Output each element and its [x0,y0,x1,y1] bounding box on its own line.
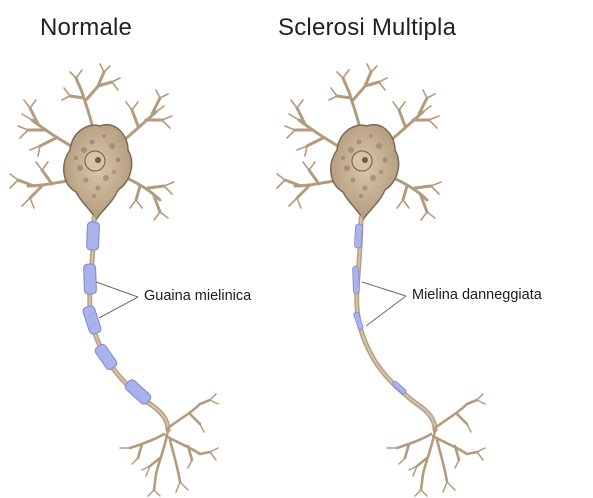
nucleus-right [352,151,372,171]
label-myelin-sheath: Guaina mielinica [144,288,251,304]
neuron-damaged-icon [277,64,485,496]
axon-left [90,218,168,430]
neuron-healthy-icon [10,64,218,496]
leader-lines-right [362,282,406,326]
leader-lines-left [96,282,138,318]
soma-right [331,125,399,220]
nucleolus-left [95,157,101,163]
nucleus-left [85,151,105,171]
axon-terminals-left [130,400,210,490]
label-damaged-myelin: Mielina danneggiata [412,287,542,303]
soma-left [64,125,132,220]
myelin-sheath-left [82,222,152,406]
axon-terminals-right [397,400,477,490]
